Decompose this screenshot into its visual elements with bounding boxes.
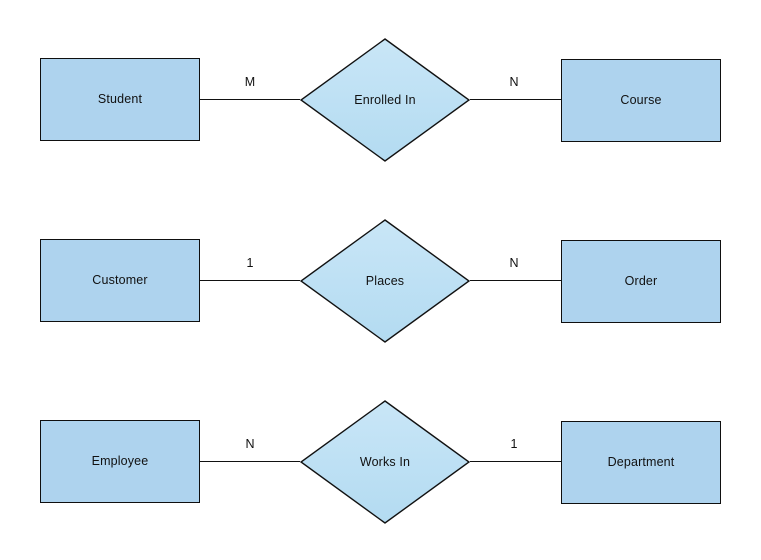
entity-label: Student: [97, 92, 143, 107]
er-relationship-row: Student M Enrolled In N Course: [0, 38, 761, 198]
entity-box[interactable]: Customer: [40, 239, 200, 322]
connector-line-right: [470, 461, 561, 462]
er-relationship-row: Customer 1 Places N Order: [0, 219, 761, 379]
cardinality-label-left: N: [245, 437, 255, 451]
connector-line-left: [200, 99, 300, 100]
connector-line-left: [200, 461, 300, 462]
entity-box[interactable]: Student: [40, 58, 200, 141]
cardinality-label-left: 1: [246, 256, 254, 270]
entity-box[interactable]: Order: [561, 240, 721, 323]
connector-line-left: [200, 280, 300, 281]
cardinality-label-left: M: [244, 75, 256, 89]
relationship-diamond[interactable]: Places: [300, 219, 470, 343]
cardinality-label-right: N: [509, 75, 519, 89]
cardinality-label-right: N: [509, 256, 519, 270]
entity-label: Department: [607, 455, 675, 470]
entity-label: Employee: [91, 454, 149, 469]
connector-line-right: [470, 280, 561, 281]
entity-label: Order: [624, 274, 658, 289]
diamond-shape-icon: [300, 400, 470, 524]
entity-label: Customer: [92, 273, 148, 288]
diamond-shape-icon: [300, 219, 470, 343]
er-relationship-row: Employee N Works In 1 Department: [0, 400, 761, 560]
entity-box[interactable]: Department: [561, 421, 721, 504]
cardinality-label-right: 1: [510, 437, 518, 451]
entity-box[interactable]: Employee: [40, 420, 200, 503]
diamond-shape-icon: [300, 38, 470, 162]
entity-box[interactable]: Course: [561, 59, 721, 142]
connector-line-right: [470, 99, 561, 100]
relationship-diamond[interactable]: Enrolled In: [300, 38, 470, 162]
entity-label: Course: [620, 93, 662, 108]
relationship-diamond[interactable]: Works In: [300, 400, 470, 524]
